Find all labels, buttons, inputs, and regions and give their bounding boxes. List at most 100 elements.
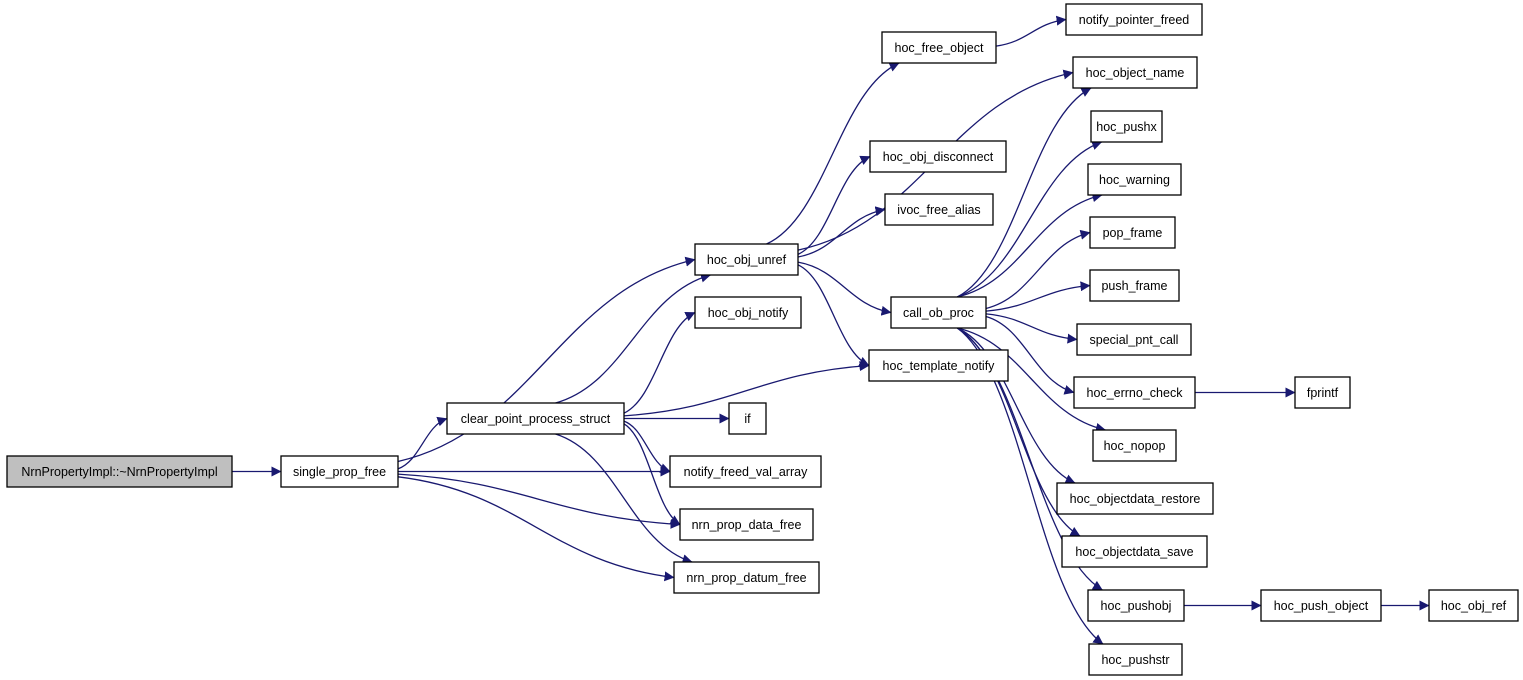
- edge-hoc-obj-unref-to-ivoc-free-alias: [797, 206, 886, 258]
- node-nrnpropertyimpl-nrnpropertyimpl[interactable]: NrnPropertyImpl::~NrnPropertyImpl: [6, 455, 233, 488]
- node-box: [1056, 482, 1214, 515]
- edge-hoc-obj-unref-to-hoc-free-object: [766, 62, 900, 245]
- node-box: [694, 296, 802, 329]
- node-box: [1072, 56, 1198, 89]
- edge-clear-point-process-struct-to-hoc-obj-unref: [555, 272, 711, 404]
- node-hoc-nopop[interactable]: hoc_nopop: [1092, 429, 1177, 462]
- node-notify-freed-val-array[interactable]: notify_freed_val_array: [669, 455, 822, 488]
- node-label: push_frame: [1101, 279, 1167, 293]
- node-if[interactable]: if: [728, 402, 767, 435]
- node-label: hoc_obj_notify: [708, 306, 789, 320]
- node-label: hoc_pushx: [1096, 120, 1157, 134]
- node-special-pnt-call[interactable]: special_pnt_call: [1076, 323, 1192, 356]
- node-box: [868, 349, 1009, 382]
- node-hoc-obj-unref[interactable]: hoc_obj_unref: [694, 243, 799, 276]
- node-label: hoc_warning: [1099, 173, 1170, 187]
- node-pop-frame[interactable]: pop_frame: [1089, 216, 1176, 249]
- edge-single-prop-free-to-hoc-obj-unref: [397, 256, 696, 463]
- node-label: notify_pointer_freed: [1079, 13, 1190, 27]
- edge-call-ob-proc-to-hoc-errno-check: [985, 315, 1075, 395]
- edge-hoc-obj-unref-to-call-ob-proc: [797, 261, 892, 316]
- node-label: hoc_push_object: [1274, 599, 1369, 613]
- node-hoc-obj-disconnect[interactable]: hoc_obj_disconnect: [869, 140, 1007, 173]
- node-nrn-prop-data-free[interactable]: nrn_prop_data_free: [679, 508, 814, 541]
- node-box: [881, 31, 997, 64]
- node-hoc-object-name[interactable]: hoc_object_name: [1072, 56, 1198, 89]
- edge-call-ob-proc-to-push-frame: [985, 281, 1091, 312]
- node-box: [1090, 110, 1163, 143]
- edge-call-ob-proc-to-hoc-objectdata-restore: [956, 327, 1076, 484]
- node-call-ob-proc[interactable]: call_ob_proc: [890, 296, 987, 329]
- node-hoc-template-notify[interactable]: hoc_template_notify: [868, 349, 1009, 382]
- node-label: hoc_template_notify: [883, 359, 996, 373]
- node-label: hoc_objectdata_restore: [1070, 492, 1201, 506]
- node-hoc-free-object[interactable]: hoc_free_object: [881, 31, 997, 64]
- node-hoc-push-object[interactable]: hoc_push_object: [1260, 589, 1382, 622]
- node-box: [1087, 589, 1185, 622]
- edge-clear-point-process-struct-to-hoc-obj-notify: [623, 311, 696, 414]
- node-box: [728, 402, 767, 435]
- node-label: single_prop_free: [293, 465, 386, 479]
- node-box: [1294, 376, 1351, 409]
- edge-call-ob-proc-to-hoc-nopop: [957, 327, 1106, 433]
- edge-clear-point-process-struct-to-hoc-template-notify: [623, 361, 870, 417]
- edge-single-prop-free-to-clear-point-process-struct: [397, 416, 448, 470]
- node-label: hoc_nopop: [1104, 439, 1166, 453]
- node-box: [890, 296, 987, 329]
- edge-single-prop-free-to-nrn-prop-datum-free: [397, 476, 675, 582]
- node-box: [1089, 269, 1180, 302]
- node-label: hoc_obj_unref: [707, 253, 787, 267]
- node-label: hoc_errno_check: [1087, 386, 1184, 400]
- node-label: hoc_pushstr: [1101, 653, 1169, 667]
- node-clear-point-process-struct[interactable]: clear_point_process_struct: [446, 402, 625, 435]
- node-label: hoc_obj_disconnect: [883, 150, 994, 164]
- node-hoc-pushstr[interactable]: hoc_pushstr: [1088, 643, 1183, 676]
- node-hoc-pushx[interactable]: hoc_pushx: [1090, 110, 1163, 143]
- node-ivoc-free-alias[interactable]: ivoc_free_alias: [884, 193, 994, 226]
- edge-clear-point-process-struct-to-nrn-prop-data-free: [623, 423, 681, 526]
- node-box: [280, 455, 399, 488]
- edge-clear-point-process-struct-to-nrn-prop-datum-free: [555, 433, 693, 564]
- edge-call-ob-proc-to-hoc-warning: [957, 192, 1103, 298]
- node-label: if: [744, 412, 751, 426]
- node-box: [1087, 163, 1182, 196]
- edge-hoc-free-object-to-notify-pointer-freed: [995, 15, 1067, 47]
- node-box: [1260, 589, 1382, 622]
- node-push-frame[interactable]: push_frame: [1089, 269, 1180, 302]
- node-label: hoc_free_object: [895, 41, 984, 55]
- node-hoc-errno-check[interactable]: hoc_errno_check: [1073, 376, 1196, 409]
- node-notify-pointer-freed[interactable]: notify_pointer_freed: [1065, 3, 1203, 36]
- node-hoc-obj-notify[interactable]: hoc_obj_notify: [694, 296, 802, 329]
- edges-layer: [231, 15, 1430, 645]
- node-box: [694, 243, 799, 276]
- node-label: special_pnt_call: [1090, 333, 1179, 347]
- node-hoc-objectdata-save[interactable]: hoc_objectdata_save: [1061, 535, 1208, 568]
- node-label: nrn_prop_data_free: [692, 518, 802, 532]
- node-box: [1089, 216, 1176, 249]
- node-single-prop-free[interactable]: single_prop_free: [280, 455, 399, 488]
- node-box: [673, 561, 820, 594]
- edge-hoc-obj-unref-to-hoc-template-notify: [797, 264, 870, 367]
- edge-call-ob-proc-to-pop-frame: [985, 229, 1091, 310]
- node-nrn-prop-datum-free[interactable]: nrn_prop_datum_free: [673, 561, 820, 594]
- nodes-layer: NrnPropertyImpl::~NrnPropertyImpl single_…: [6, 3, 1519, 676]
- node-label: fprintf: [1307, 386, 1339, 400]
- node-hoc-obj-ref[interactable]: hoc_obj_ref: [1428, 589, 1519, 622]
- node-hoc-warning[interactable]: hoc_warning: [1087, 163, 1182, 196]
- node-hoc-objectdata-restore[interactable]: hoc_objectdata_restore: [1056, 482, 1214, 515]
- node-fprintf[interactable]: fprintf: [1294, 376, 1351, 409]
- node-box: [1076, 323, 1192, 356]
- edge-single-prop-free-to-nrn-prop-data-free: [397, 473, 681, 529]
- node-box: [679, 508, 814, 541]
- node-box: [1092, 429, 1177, 462]
- node-label: NrnPropertyImpl::~NrnPropertyImpl: [21, 465, 217, 479]
- node-label: hoc_obj_ref: [1441, 599, 1507, 613]
- node-hoc-pushobj[interactable]: hoc_pushobj: [1087, 589, 1185, 622]
- node-box: [1088, 643, 1183, 676]
- node-box: [669, 455, 822, 488]
- node-box: [884, 193, 994, 226]
- node-label: clear_point_process_struct: [461, 412, 611, 426]
- node-label: nrn_prop_datum_free: [686, 571, 806, 585]
- node-label: notify_freed_val_array: [684, 465, 808, 479]
